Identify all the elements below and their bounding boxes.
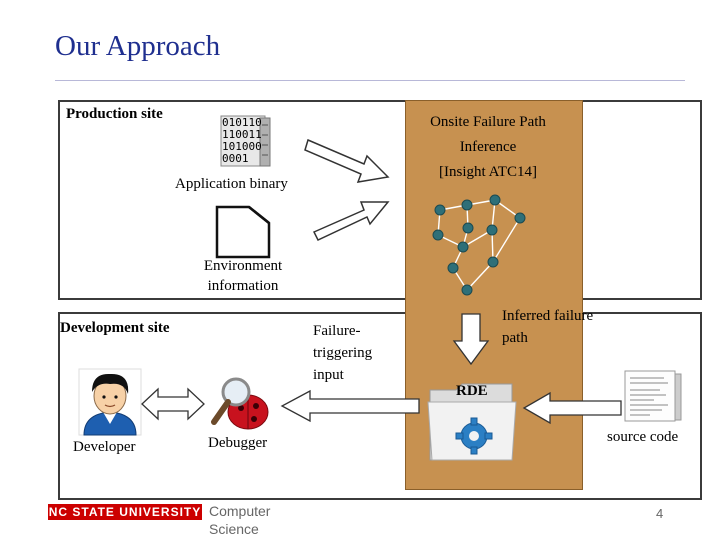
- developer-debugger-double-arrow-icon: [140, 386, 206, 422]
- production-site-heading: Production site: [66, 106, 163, 122]
- footer-department: Computer Science: [209, 502, 270, 538]
- footer-department-line-2: Science: [209, 521, 259, 537]
- inference-title: Onsite Failure Path Inference [Insight A…: [405, 110, 571, 185]
- upper-hollow-arrow-icon: [304, 138, 390, 183]
- debugger-icon: [206, 374, 276, 434]
- footer-department-line-1: Computer: [209, 503, 271, 519]
- developer-avatar-icon: [78, 368, 142, 438]
- inferred-line-2: path: [502, 330, 528, 346]
- production-site-box: [58, 100, 702, 300]
- environment-line-1: Environment: [203, 258, 283, 274]
- source-code-file-icon: [624, 370, 682, 422]
- binary-bits-line: 101000: [222, 140, 262, 153]
- inferred-failure-path-label: Inferred failure path: [502, 305, 622, 349]
- environment-info-label: Environment information: [180, 256, 306, 296]
- failure-input-line-2: triggering: [313, 345, 373, 361]
- developer-label: Developer: [73, 439, 136, 455]
- development-site-heading: Development site: [60, 320, 170, 336]
- failure-input-line-3: input: [313, 367, 344, 383]
- rde-to-debugger-arrow-icon: [280, 389, 420, 423]
- rde-folder-icon: [426, 380, 518, 464]
- binary-bits-line: 010110: [222, 116, 262, 129]
- binary-file-icon: 010110 110011 101000 0001: [220, 115, 272, 169]
- footer-university-logo: NC STATE UNIVERSITY: [48, 504, 202, 520]
- slide-title: Our Approach: [55, 30, 221, 62]
- down-arrow-icon: [452, 313, 490, 366]
- title-divider: [55, 80, 685, 81]
- source-code-label: source code: [607, 429, 679, 445]
- production-arrows: [300, 120, 400, 260]
- lower-hollow-arrow-icon: [312, 201, 390, 241]
- debugger-label: Debugger: [208, 435, 268, 451]
- failure-path-graph: [425, 190, 535, 300]
- binary-bits: 010110 110011 101000 0001: [222, 117, 262, 165]
- inference-line-1: Onsite Failure Path: [430, 114, 546, 130]
- failure-input-line-1: Failure-: [313, 323, 361, 339]
- failure-triggering-input-label: Failure- triggering input: [313, 320, 403, 386]
- application-binary-label: Application binary: [175, 176, 288, 192]
- inferred-line-1: Inferred failure: [502, 308, 594, 324]
- page-number: 4: [656, 506, 664, 521]
- environment-line-2: information: [207, 278, 279, 294]
- environment-file-icon: [215, 205, 271, 259]
- inference-line-3: [Insight ATC14]: [439, 164, 537, 180]
- inference-line-2: Inference: [459, 139, 517, 155]
- binary-bits-line: 110011: [222, 128, 262, 141]
- binary-bits-line: 0001: [222, 152, 249, 165]
- source-to-rde-arrow-icon: [522, 391, 622, 425]
- rde-label: RDE: [456, 383, 488, 399]
